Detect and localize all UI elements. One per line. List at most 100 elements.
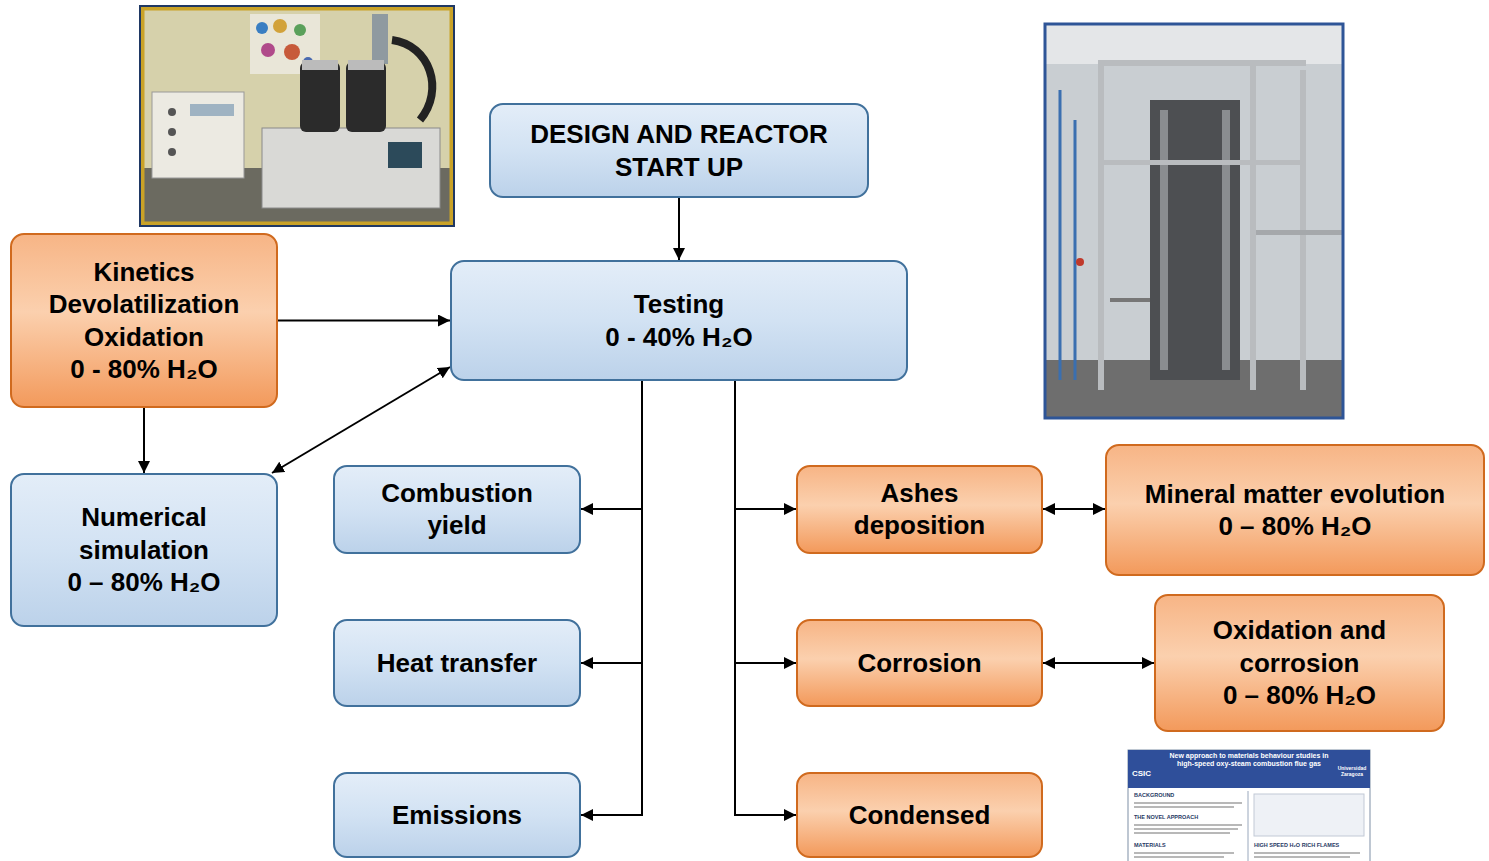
connector: [1043, 662, 1154, 664]
ceiling: [1045, 24, 1343, 64]
study-box: Ashes deposition: [796, 465, 1043, 554]
poster-holder: Universidad Zaragoza: [1336, 766, 1368, 777]
analyser-screen: [388, 142, 422, 168]
humidity-range: 0 – 80% H₂O: [67, 566, 220, 599]
study-box: Oxidation and corrosion0 – 80% H₂O: [1154, 594, 1445, 732]
poster-text: CSIC: [1132, 770, 1151, 779]
poster-header: [1128, 750, 1370, 788]
column-rib: [1222, 110, 1230, 370]
frame-post: [1098, 60, 1104, 390]
study-box: Mineral matter evolution0 – 80% H₂O: [1105, 444, 1485, 576]
platform: [1256, 230, 1343, 235]
photo-wall: [1045, 24, 1343, 418]
gas-panel: [152, 92, 244, 178]
box-title: DESIGN AND REACTOR START UP: [514, 118, 844, 183]
knob: [168, 148, 176, 156]
cylinder-cap: [348, 60, 384, 70]
process-box: DESIGN AND REACTOR START UP: [489, 103, 869, 198]
text-line: [1134, 806, 1234, 808]
connector: [272, 367, 450, 473]
frame-beam: [1098, 60, 1306, 66]
connector: [581, 381, 642, 509]
process-box: Testing0 - 40% H₂O: [450, 260, 908, 381]
analyser: [262, 128, 440, 208]
photo-wall: [142, 8, 452, 224]
poster-dot: [294, 24, 306, 36]
poster-text: THE NOVEL APPROACH: [1134, 814, 1198, 820]
poster-holder: New approach to materials behaviour stud…: [1164, 752, 1334, 767]
connector: [735, 381, 796, 509]
connector: [735, 381, 796, 663]
humidity-range: 0 – 80% H₂O: [1223, 679, 1376, 712]
knob: [168, 108, 176, 116]
connector: [678, 198, 680, 260]
text-line: [1254, 856, 1350, 858]
photo-frame: [1045, 24, 1343, 418]
poster-text: HIGH SPEED H₂O RICH FLAMES: [1254, 842, 1339, 848]
box-title: Testing: [634, 288, 725, 321]
column-rib: [1160, 110, 1168, 370]
pipe: [1059, 90, 1062, 380]
text-line: [1254, 852, 1360, 854]
cylinder-cap: [302, 60, 338, 70]
poster-dot: [273, 19, 287, 33]
text-line: [1134, 832, 1230, 834]
text-line: [1134, 824, 1242, 826]
box-title: Numerical simulation: [34, 501, 254, 566]
poster-text: MATERIALS: [1134, 842, 1166, 848]
pipe: [1110, 298, 1150, 302]
study-box: Corrosion: [796, 619, 1043, 707]
poster-holder: HIGH SPEED H₂O RICH FLAMES: [1254, 842, 1339, 848]
poster-divider: [1248, 791, 1249, 861]
connector: [278, 320, 450, 322]
display: [190, 104, 234, 116]
photo-frame: [142, 8, 452, 224]
process-box: Numerical simulation0 – 80% H₂O: [10, 473, 278, 627]
reactor-column: [1150, 100, 1240, 380]
text-line: [1134, 852, 1234, 854]
study-box: Condensed: [796, 772, 1043, 858]
poster-title: New approach to materials behaviour stud…: [1164, 752, 1334, 767]
poster-dot: [256, 22, 268, 34]
box-title: Corrosion: [857, 647, 981, 680]
study-box: Kinetics Devolatilization Oxidation0 - 8…: [10, 233, 278, 408]
box-title: Condensed: [849, 799, 991, 832]
connector: [581, 381, 642, 815]
box-title: Emissions: [392, 799, 522, 832]
box-title: Kinetics Devolatilization Oxidation: [39, 256, 249, 354]
connector: [735, 381, 796, 815]
humidity-range: 0 – 80% H₂O: [1218, 510, 1371, 543]
poster-figure: [1254, 794, 1364, 836]
connector: [143, 408, 145, 473]
humidity-range: 0 - 80% H₂O: [70, 353, 217, 386]
poster-holder: CSIC: [1132, 770, 1151, 779]
poster-holder: BACKGROUND: [1134, 792, 1174, 798]
box-title: Ashes deposition: [825, 477, 1015, 542]
box-title: Combustion yield: [362, 477, 552, 542]
poster-dot: [284, 44, 300, 60]
cylinder: [346, 62, 386, 132]
lab-photo: [140, 6, 454, 226]
cylinder: [300, 62, 340, 132]
poster-text: Universidad Zaragoza: [1336, 766, 1368, 777]
valve: [1076, 258, 1084, 266]
frame-beam: [1098, 160, 1306, 165]
process-box: Emissions: [333, 772, 581, 858]
box-title: Oxidation and corrosion: [1200, 614, 1400, 679]
poster-holder: THE NOVEL APPROACH: [1134, 814, 1198, 820]
connector: [1043, 508, 1105, 510]
poster-text: BACKGROUND: [1134, 792, 1174, 798]
box-title: Heat transfer: [377, 647, 537, 680]
text-line: [1134, 802, 1242, 804]
frame-post: [1250, 60, 1256, 390]
photo-frame: [140, 6, 454, 226]
poster-holder: MATERIALS: [1134, 842, 1166, 848]
process-box: Combustion yield: [333, 465, 581, 554]
humidity-range: 0 - 40% H₂O: [605, 321, 752, 354]
reactor-photo: [1045, 24, 1343, 418]
poster-sheet: [1128, 750, 1370, 861]
hose: [392, 40, 432, 120]
text-line: [1134, 828, 1238, 830]
box-title: Mineral matter evolution: [1145, 478, 1446, 511]
